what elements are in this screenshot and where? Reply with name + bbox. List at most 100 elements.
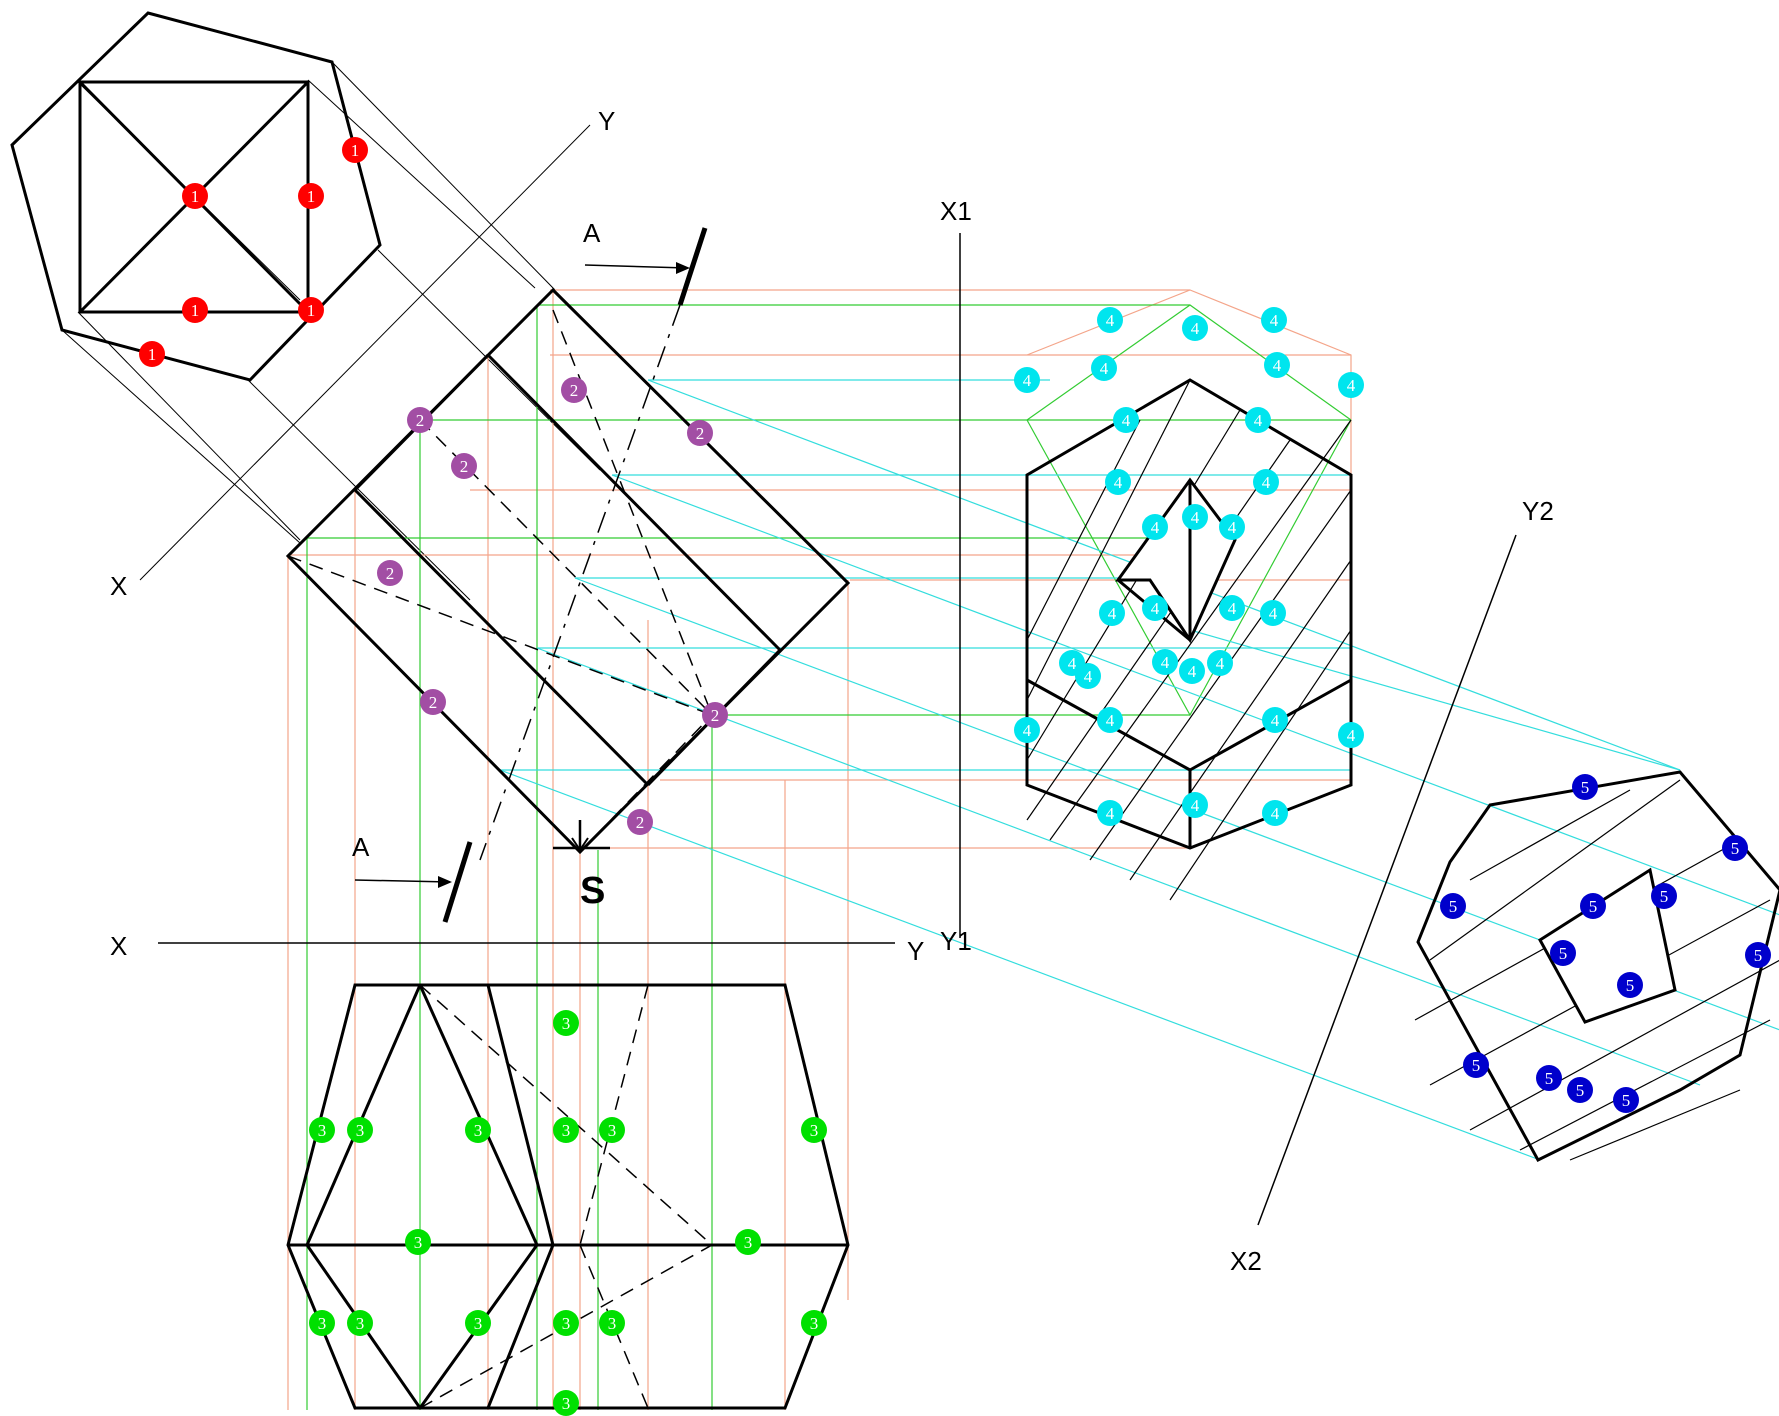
point-marker-label: 5 [1626, 976, 1635, 995]
point-marker-label: 4 [1273, 356, 1282, 375]
axis-line-x2y2 [1257, 534, 1517, 1226]
point-marker-circle [1260, 600, 1286, 626]
point-marker-circle [1262, 707, 1288, 733]
auxiliary-view-octagon [1416, 770, 1779, 1162]
point-marker-circle [553, 1310, 579, 1336]
point-marker-circle [1097, 707, 1123, 733]
point-marker-3: 3 [553, 1310, 579, 1336]
point-marker-1: 1 [298, 297, 324, 323]
point-marker-circle [1264, 352, 1290, 378]
point-marker-label: 5 [1581, 778, 1590, 797]
point-marker-5: 5 [1580, 893, 1606, 919]
point-marker-3: 3 [801, 1310, 827, 1336]
point-marker-label: 2 [416, 411, 425, 430]
point-marker-5: 5 [1572, 774, 1598, 800]
point-marker-label: 4 [1347, 376, 1356, 395]
point-marker-4: 4 [1245, 407, 1271, 433]
point-marker-circle [1245, 407, 1271, 433]
point-marker-label: 4 [1254, 411, 1263, 430]
point-marker-circle [465, 1310, 491, 1336]
point-marker-4: 4 [1097, 800, 1123, 826]
point-marker-4: 4 [1182, 792, 1208, 818]
point-marker-label: 4 [1023, 721, 1032, 740]
point-marker-4: 4 [1264, 352, 1290, 378]
point-marker-4: 4 [1091, 355, 1117, 381]
point-marker-circle [1097, 800, 1123, 826]
point-marker-label: 2 [570, 381, 579, 400]
point-marker-5: 5 [1440, 893, 1466, 919]
point-marker-label: 4 [1188, 662, 1197, 681]
point-marker-label: 3 [356, 1121, 365, 1140]
point-marker-3: 3 [801, 1117, 827, 1143]
point-marker-circle [1113, 407, 1139, 433]
point-marker-circle [407, 407, 433, 433]
point-marker-4: 4 [1113, 407, 1139, 433]
point-marker-circle [553, 1390, 579, 1416]
point-marker-circle [405, 1229, 431, 1255]
point-marker-label: 4 [1106, 311, 1115, 330]
side-view [1025, 378, 1353, 901]
point-marker-3: 3 [465, 1117, 491, 1143]
point-marker-3: 3 [599, 1117, 625, 1143]
point-marker-3: 3 [553, 1390, 579, 1416]
bottom-view [286, 983, 850, 1410]
point-marker-label: 4 [1161, 653, 1170, 672]
point-marker-label: 4 [1106, 711, 1115, 730]
point-marker-1: 1 [182, 183, 208, 209]
point-marker-5: 5 [1617, 972, 1643, 998]
section-plane-a [354, 227, 708, 923]
point-marker-circle [1219, 514, 1245, 540]
point-marker-label: 4 [1270, 311, 1279, 330]
point-marker-3: 3 [405, 1229, 431, 1255]
point-marker-circle [1091, 355, 1117, 381]
label-a-bottom: A [352, 832, 370, 862]
projector-lines-salmon [287, 289, 1352, 1410]
point-marker-circle [1613, 1087, 1639, 1113]
point-marker-4: 4 [1152, 649, 1178, 675]
point-marker-label: 1 [351, 141, 360, 160]
point-marker-label: 3 [744, 1233, 753, 1252]
point-marker-1: 1 [342, 137, 368, 163]
point-marker-4: 4 [1260, 600, 1286, 626]
point-marker-label: 4 [1228, 518, 1237, 537]
point-marker-circle [309, 1310, 335, 1336]
point-marker-circle [1440, 893, 1466, 919]
point-marker-circle [1152, 649, 1178, 675]
point-marker-2: 2 [451, 453, 477, 479]
point-marker-label: 5 [1472, 1056, 1481, 1075]
point-marker-circle [1253, 469, 1279, 495]
point-marker-4: 4 [1075, 663, 1101, 689]
point-marker-circle [599, 1310, 625, 1336]
point-marker-4: 4 [1338, 372, 1364, 398]
point-marker-3: 3 [553, 1117, 579, 1143]
point-marker-label: 4 [1100, 359, 1109, 378]
point-marker-circle [1550, 940, 1576, 966]
front-view [285, 287, 851, 855]
point-marker-label: 4 [1347, 726, 1356, 745]
point-marker-label: 4 [1068, 654, 1077, 673]
point-marker-label: 2 [636, 813, 645, 832]
point-marker-label: 3 [562, 1394, 571, 1413]
point-marker-4: 4 [1142, 514, 1168, 540]
point-marker-label: 2 [460, 457, 469, 476]
top-view-hexagon [10, 11, 382, 382]
point-marker-label: 3 [474, 1314, 483, 1333]
point-marker-circle [1572, 774, 1598, 800]
point-marker-circle [1261, 307, 1287, 333]
point-marker-circle [1182, 792, 1208, 818]
point-marker-4: 4 [1182, 315, 1208, 341]
point-marker-label: 1 [191, 301, 200, 320]
point-marker-circle [1179, 658, 1205, 684]
point-marker-circle [420, 689, 446, 715]
point-marker-label: 2 [429, 693, 438, 712]
point-marker-label: 4 [1106, 804, 1115, 823]
point-marker-3: 3 [309, 1310, 335, 1336]
projector-lines-green [306, 304, 1352, 1410]
point-marker-label: 3 [474, 1121, 483, 1140]
point-marker-label: 3 [414, 1233, 423, 1252]
point-marker-label: 1 [307, 301, 316, 320]
point-marker-4: 4 [1338, 722, 1364, 748]
point-marker-label: 3 [562, 1314, 571, 1333]
